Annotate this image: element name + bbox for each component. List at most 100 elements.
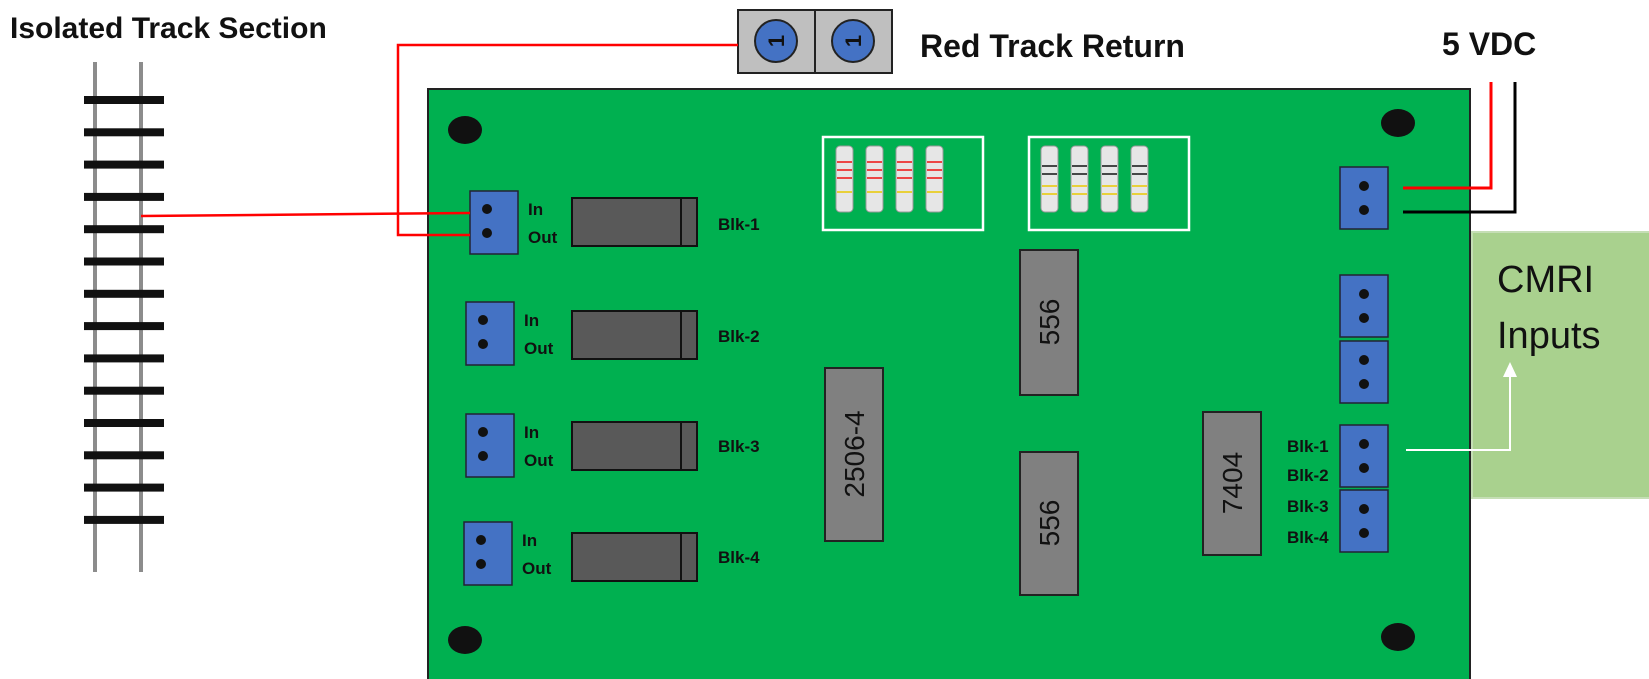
terminal-screw	[1359, 528, 1369, 538]
terminal-screw-in	[476, 535, 486, 545]
relay	[571, 532, 698, 582]
wire-return-to-out	[396, 43, 738, 237]
terminal-out-label: Out	[524, 339, 554, 358]
resistor	[1040, 145, 1059, 213]
terminal-screw	[1359, 205, 1369, 215]
output-label-blk-2: Blk-2	[1287, 466, 1329, 485]
terminal-screw-out	[478, 451, 488, 461]
terminal-screw-out	[482, 228, 492, 238]
terminal-out-label: Out	[528, 228, 558, 247]
chip-556-a-label: 556	[1034, 299, 1065, 346]
track-tie	[84, 128, 164, 137]
return-screw-1-mark: 1	[764, 35, 789, 47]
spare-terminal-2	[1339, 340, 1389, 404]
terminal-screw	[1359, 355, 1369, 365]
terminal-out-label: Out	[524, 451, 554, 470]
chip-7404-label: 7404	[1217, 452, 1248, 514]
cmri-label-line1: CMRI	[1497, 259, 1594, 301]
terminal-out-label: Out	[522, 559, 552, 578]
block-name-label: Blk-3	[718, 437, 760, 456]
track-tie	[84, 515, 164, 524]
terminal-screw	[1359, 463, 1369, 473]
isolated-track-section-label: Isolated Track Section	[10, 12, 327, 45]
output-label-blk-1: Blk-1	[1287, 437, 1329, 456]
spare-terminal-1	[1339, 274, 1389, 338]
resistors	[835, 145, 1149, 213]
wire-5vdc-ground	[1403, 82, 1517, 214]
terminal-screw	[1359, 289, 1369, 299]
output-label-blk-3: Blk-3	[1287, 497, 1329, 516]
terminal-screw	[1359, 379, 1369, 389]
resistor	[865, 145, 884, 213]
resistor	[1070, 145, 1089, 213]
resistor	[925, 145, 944, 213]
resistor	[895, 145, 914, 213]
block-name-label: Blk-2	[718, 327, 760, 346]
terminal-screw-out	[478, 339, 488, 349]
output-terminal-1	[1339, 424, 1389, 488]
return-screw-1	[754, 19, 798, 63]
block-name-label: Blk-4	[718, 548, 760, 567]
block-terminal	[465, 301, 515, 366]
resistor-array-outline-2	[1027, 135, 1191, 232]
terminal-screw-in	[478, 315, 488, 325]
track-tie	[84, 483, 164, 492]
cmri-arrowhead	[1503, 362, 1517, 377]
track-tie	[84, 289, 164, 298]
block-terminal	[463, 521, 513, 586]
cmri-label-line2: Inputs	[1497, 315, 1601, 357]
output-label-blk-4: Blk-4	[1287, 528, 1329, 547]
block-terminal	[469, 190, 519, 255]
terminal-in-label: In	[522, 531, 537, 550]
mounting-hole-top-left	[448, 116, 482, 144]
red-track-return-terminal: 1 1	[737, 9, 893, 74]
terminal-in-label: In	[524, 311, 539, 330]
track-ties	[84, 96, 164, 524]
chip-2506-4-label: 2506-4	[839, 410, 870, 497]
resistor	[835, 145, 854, 213]
terminal-in-label: In	[524, 423, 539, 442]
wires	[140, 43, 1517, 451]
wire-output-to-cmri	[1406, 375, 1511, 451]
terminal-screw	[1359, 504, 1369, 514]
resistor	[1130, 145, 1149, 213]
output-terminal-2	[1339, 489, 1389, 553]
track-tie	[84, 160, 164, 169]
track-tie	[84, 257, 164, 266]
track-tie	[84, 96, 164, 104]
relay	[571, 310, 698, 360]
mounting-hole-top-right	[1381, 109, 1415, 137]
right-terminals	[1339, 166, 1389, 553]
power-terminal	[1339, 166, 1389, 230]
terminal-screw-in	[478, 427, 488, 437]
block-name-label: Blk-1	[718, 215, 760, 234]
relay	[571, 421, 698, 471]
wire-5vdc-positive	[1403, 82, 1493, 190]
track-tie	[84, 354, 164, 363]
track-tie	[84, 386, 164, 395]
chip-2506-4: 2506-4	[824, 367, 884, 542]
chip-556-b: 556	[1019, 451, 1079, 596]
mounting-hole-bottom-right	[1381, 623, 1415, 651]
track-tie	[84, 192, 164, 201]
return-screw-2-mark: 1	[841, 35, 866, 47]
terminal-screw	[1359, 313, 1369, 323]
track-tie	[84, 451, 164, 460]
resistor	[1100, 145, 1119, 213]
resistor-array-outline-1	[821, 135, 985, 232]
red-track-return-label: Red Track Return	[920, 28, 1185, 64]
chip-7404: 7404	[1202, 411, 1262, 556]
terminal-screw-out	[476, 559, 486, 569]
terminal-screw-in	[482, 204, 492, 214]
chip-556-b-label: 556	[1034, 500, 1065, 547]
wire-track-to-in	[140, 211, 471, 218]
mounting-hole-bottom-left	[448, 626, 482, 654]
block-terminal	[465, 413, 515, 478]
track-tie	[84, 225, 164, 234]
